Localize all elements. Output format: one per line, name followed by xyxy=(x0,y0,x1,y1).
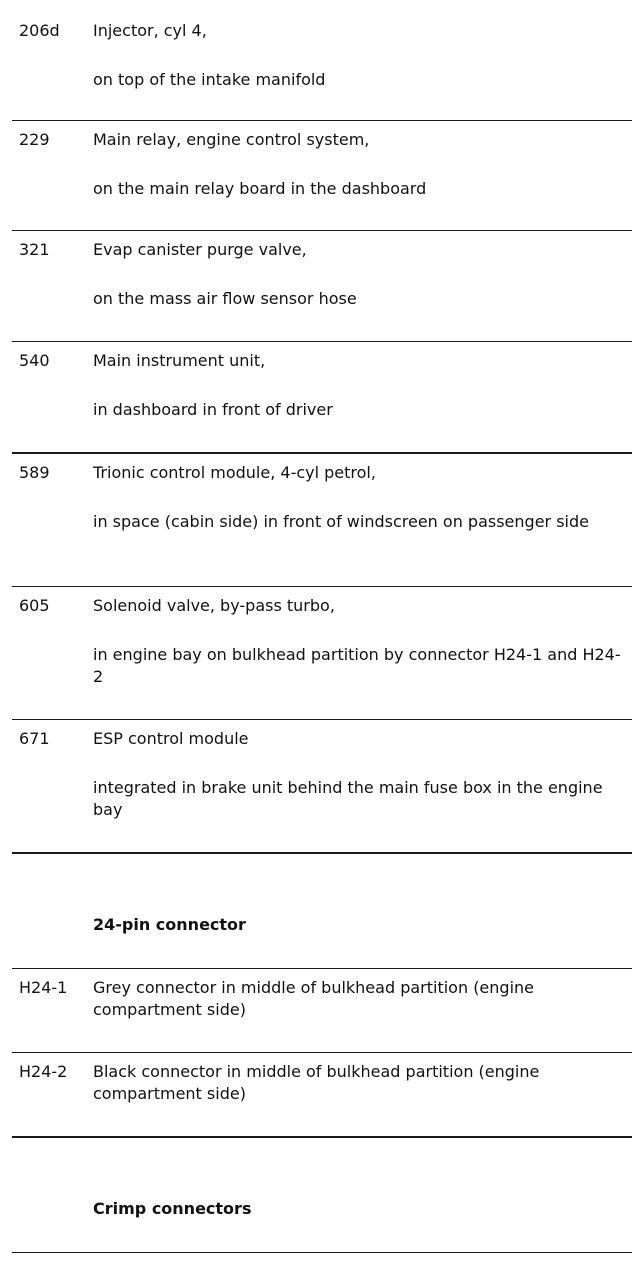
component-body: Injector, cyl 4, on top of the intake ma… xyxy=(93,20,628,91)
component-code: 206d xyxy=(19,21,60,40)
component-title: Evap canister purge valve, xyxy=(93,240,307,259)
component-title: Main instrument unit, xyxy=(93,351,266,370)
component-code: 229 xyxy=(19,130,50,149)
component-body: Trionic control module, 4-cyl petrol, in… xyxy=(93,462,628,533)
divider xyxy=(12,120,632,121)
list-item: 605 Solenoid valve, by-pass turbo, in en… xyxy=(12,587,632,719)
connector-code: H24-1 xyxy=(19,978,68,997)
component-code: 540 xyxy=(19,351,50,370)
connector-body: Grey connector in middle of bulkhead par… xyxy=(93,977,628,1021)
divider xyxy=(12,452,632,454)
divider xyxy=(12,1252,632,1253)
connector-description: Black connector in middle of bulkhead pa… xyxy=(93,1062,540,1103)
component-title: Injector, cyl 4, xyxy=(93,21,207,40)
list-item: 321 Evap canister purge valve, on the ma… xyxy=(12,231,632,341)
component-body: Solenoid valve, by-pass turbo, in engine… xyxy=(93,595,628,688)
component-code: 321 xyxy=(19,240,50,259)
component-location: integrated in brake unit behind the main… xyxy=(93,778,603,819)
component-title: Solenoid valve, by-pass turbo, xyxy=(93,596,335,615)
component-title: Main relay, engine control system, xyxy=(93,130,370,149)
divider xyxy=(12,968,632,969)
divider xyxy=(12,230,632,231)
divider xyxy=(12,341,632,342)
component-body: Main relay, engine control system, on th… xyxy=(93,129,628,200)
component-location: on top of the intake manifold xyxy=(93,70,326,89)
list-item: 206d Injector, cyl 4, on top of the inta… xyxy=(12,0,632,120)
component-body: Main instrument unit, in dashboard in fr… xyxy=(93,350,628,421)
component-title: Trionic control module, 4-cyl petrol, xyxy=(93,463,376,482)
list-item: 671 ESP control module integrated in bra… xyxy=(12,720,632,852)
divider xyxy=(12,1136,632,1138)
list-item: 540 Main instrument unit, in dashboard i… xyxy=(12,342,632,452)
component-location: in engine bay on bulkhead partition by c… xyxy=(93,645,621,686)
connector-description: Grey connector in middle of bulkhead par… xyxy=(93,978,534,1019)
component-location: on the mass air flow sensor hose xyxy=(93,289,357,308)
divider xyxy=(12,719,632,720)
component-body: Evap canister purge valve, on the mass a… xyxy=(93,239,628,310)
component-code: 589 xyxy=(19,463,50,482)
divider xyxy=(12,1052,632,1053)
component-title: ESP control module xyxy=(93,729,249,748)
component-code: 605 xyxy=(19,596,50,615)
connector-body: Black connector in middle of bulkhead pa… xyxy=(93,1061,628,1105)
component-location: in space (cabin side) in front of windsc… xyxy=(93,512,589,531)
list-item: 229 Main relay, engine control system, o… xyxy=(12,121,632,231)
list-item: H24-1 Grey connector in middle of bulkhe… xyxy=(12,969,632,1053)
component-location: in dashboard in front of driver xyxy=(93,400,333,419)
component-location: on the main relay board in the dashboard xyxy=(93,179,427,198)
connector-code: H24-2 xyxy=(19,1062,68,1081)
list-item: 589 Trionic control module, 4-cyl petrol… xyxy=(12,454,632,586)
section-heading-crimp: Crimp connectors xyxy=(93,1199,252,1218)
component-code: 671 xyxy=(19,729,50,748)
component-body: ESP control module integrated in brake u… xyxy=(93,728,628,821)
list-item: H24-2 Black connector in middle of bulkh… xyxy=(12,1053,632,1137)
divider xyxy=(12,852,632,854)
section-heading-24-pin: 24-pin connector xyxy=(93,915,246,934)
divider xyxy=(12,586,632,587)
